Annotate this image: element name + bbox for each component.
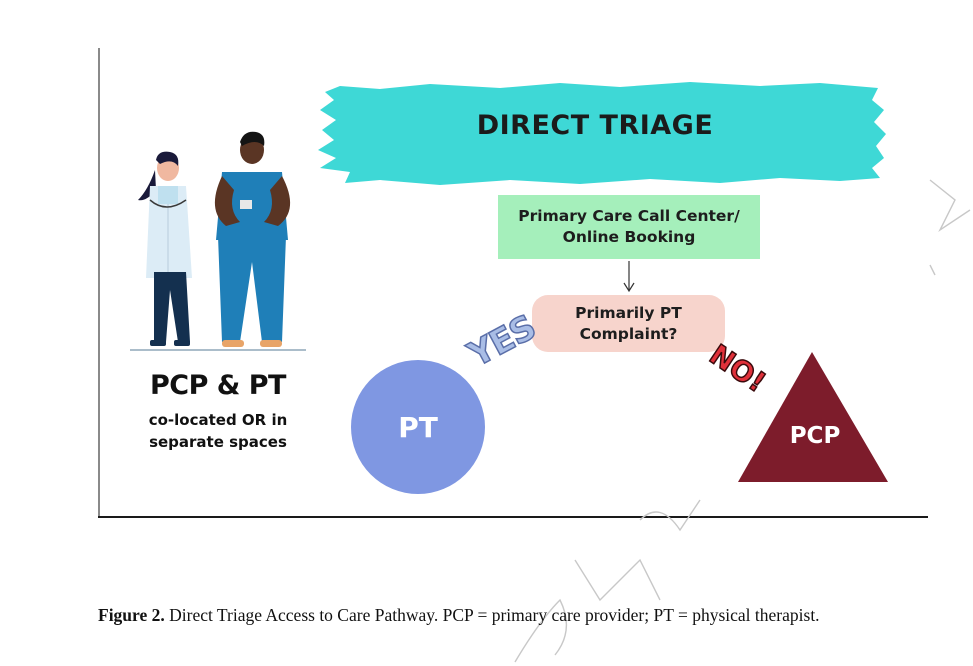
question-line2: Complaint? [579, 324, 678, 343]
left-subtitle-line1: co-located OR in [148, 411, 288, 429]
left-subtitle-line2: separate spaces [149, 432, 287, 451]
question-line1: Primarily PT [575, 304, 682, 323]
accepted-manuscript-watermark [514, 179, 971, 663]
call-center-line2: Online Booking [562, 228, 696, 246]
caption-text: Direct Triage Access to Care Pathway. PC… [164, 605, 820, 625]
pcp-triangle [738, 352, 888, 482]
call-center-box: Primary Care Call Center/ Online Booking [498, 195, 760, 259]
caption-label: Figure 2. [98, 605, 165, 625]
pt-circle: PT [351, 360, 485, 494]
down-arrow [623, 261, 635, 293]
clinicians-illustration [130, 131, 306, 351]
left-panel-title: PCP & PT [150, 370, 286, 401]
banner-title: DIRECT TRIAGE [476, 110, 714, 141]
figure-caption: Figure 2. Direct Triage Access to Care P… [98, 592, 938, 638]
call-center-line1: Primary Care Call Center/ [518, 207, 740, 226]
figure-frame-left [98, 48, 100, 518]
figure-frame-bottom [98, 516, 928, 518]
left-panel-subtitle: co-located OR in separate spaces [128, 410, 308, 454]
pcp-label: PCP [789, 423, 841, 449]
question-box: Primarily PT Complaint? [532, 295, 725, 352]
